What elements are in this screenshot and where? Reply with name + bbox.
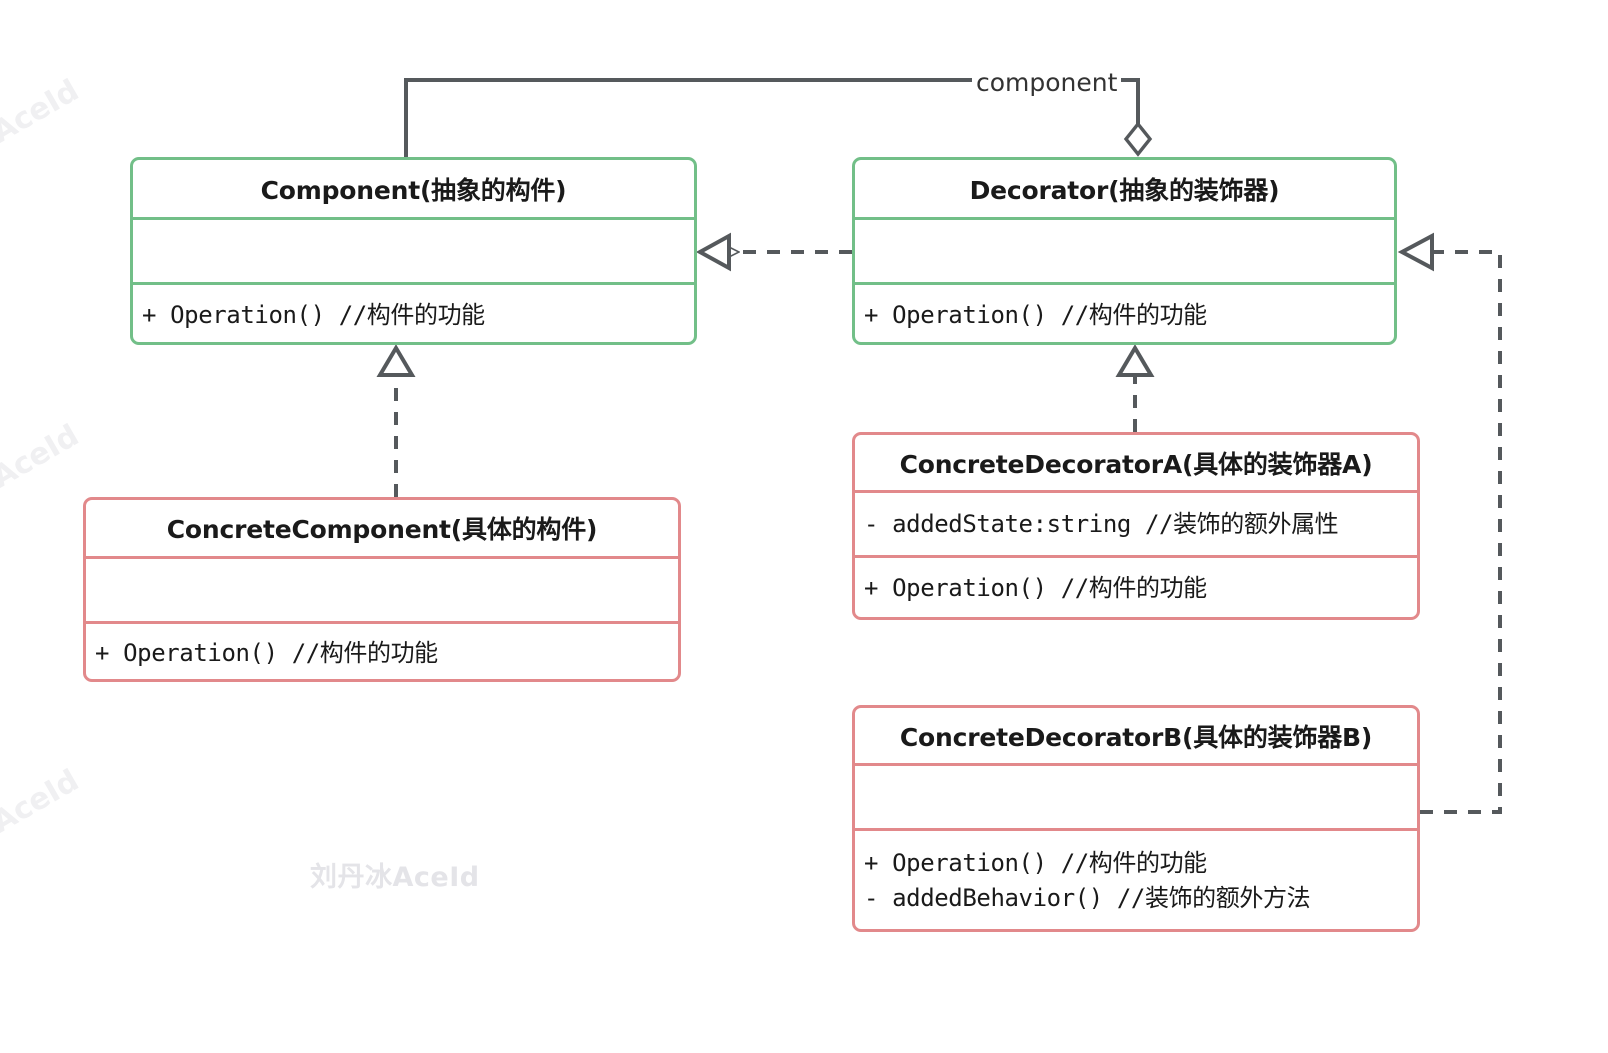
operation-item: + Operation() //构件的功能 (864, 849, 1207, 878)
class-box-concrete-decorator-b[interactable]: ConcreteDecoratorB(具体的装饰器B) + Operation(… (852, 705, 1420, 932)
attributes-compartment-concrete-component (86, 559, 678, 621)
compartment-divider (86, 556, 678, 559)
class-box-concrete-component[interactable]: ConcreteComponent(具体的构件) + Operation() /… (83, 497, 681, 682)
compartment-divider (133, 282, 694, 285)
operation-item: + Operation() //构件的功能 (864, 300, 1207, 329)
class-box-decorator[interactable]: Decorator(抽象的装饰器) + Operation() //构件的功能 (852, 157, 1397, 345)
compartment-divider (855, 217, 1394, 220)
class-name-concrete-decorator-a: ConcreteDecoratorA(具体的装饰器A) (899, 449, 1373, 479)
compartment-divider (855, 282, 1394, 285)
operations-compartment-concrete-decorator-a: + Operation() //构件的功能 (855, 558, 1417, 617)
class-name-concrete-decorator-b: ConcreteDecoratorB(具体的装饰器B) (899, 722, 1373, 752)
attribute-item: - addedState:string //装饰的额外属性 (864, 509, 1339, 538)
class-name-component: Component(抽象的构件) (260, 175, 567, 205)
class-box-component[interactable]: Component(抽象的构件) + Operation() //构件的功能 (130, 157, 697, 345)
compartment-divider (855, 555, 1417, 558)
relationship-realization-concretedecoratora-decorator (1115, 344, 1155, 432)
edge-label-component: component (972, 68, 1122, 97)
operations-compartment-concrete-component: + Operation() //构件的功能 (86, 624, 678, 679)
compartment-divider (855, 763, 1417, 766)
compartment-divider (133, 217, 694, 220)
operation-item: + Operation() //构件的功能 (142, 300, 485, 329)
class-name-decorator: Decorator(抽象的装饰器) (969, 175, 1280, 205)
relationship-realization-decorator-component (695, 232, 852, 272)
compartment-divider (86, 621, 678, 624)
class-name-concrete-component: ConcreteComponent(具体的构件) (166, 515, 598, 544)
operation-item: + Operation() //构件的功能 (95, 638, 438, 667)
operation-item: - addedBehavior() //装饰的额外方法 (864, 884, 1311, 912)
attributes-compartment-component (133, 220, 694, 282)
attributes-compartment-decorator (855, 220, 1394, 282)
compartment-divider (855, 490, 1417, 493)
operations-compartment-concrete-decorator-b: + Operation() //构件的功能 - addedBehavior() … (855, 831, 1417, 929)
relationship-realization-concretecomponent-component (376, 344, 416, 497)
operations-compartment-component: + Operation() //构件的功能 (133, 285, 694, 342)
attributes-compartment-concrete-decorator-a: - addedState:string //装饰的额外属性 (855, 493, 1417, 555)
operation-item: + Operation() //构件的功能 (864, 574, 1207, 603)
operations-compartment-decorator: + Operation() //构件的功能 (855, 285, 1394, 342)
relationship-aggregation-component (404, 78, 1153, 157)
compartment-divider (855, 828, 1417, 831)
relationship-realization-concretedecoratorb-decorator (1397, 232, 1502, 814)
attributes-compartment-concrete-decorator-b (855, 766, 1417, 828)
class-box-concrete-decorator-a[interactable]: ConcreteDecoratorA(具体的装饰器A) - addedState… (852, 432, 1420, 620)
